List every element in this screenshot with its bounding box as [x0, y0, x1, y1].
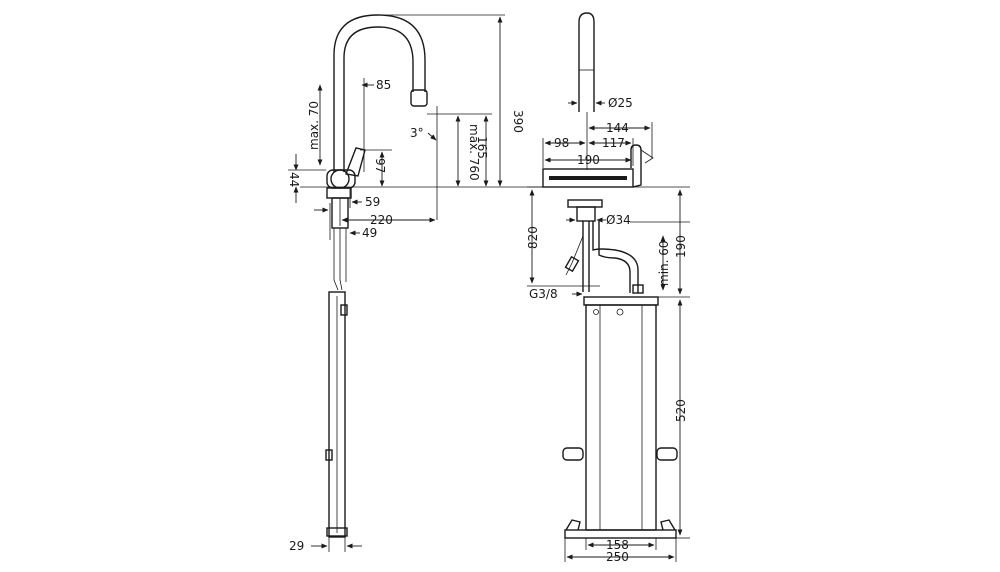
front-shank	[576, 206, 596, 222]
side-spray-head	[410, 89, 428, 107]
dim-59-label: 59	[365, 195, 380, 209]
side-rail-clip-mid	[325, 449, 333, 461]
front-clip-right	[656, 447, 678, 461]
dim-250-label: 250	[606, 550, 629, 564]
front-lever	[630, 144, 642, 188]
front-clip-left	[562, 447, 584, 461]
front-box	[585, 304, 657, 531]
front-spout	[578, 12, 595, 112]
dim-117-label: 117	[602, 136, 625, 150]
side-lever	[345, 147, 366, 177]
front-supply-hoses	[582, 221, 639, 293]
front-base-ring	[567, 199, 603, 208]
side-hoses	[333, 228, 347, 291]
front-platform	[542, 168, 634, 188]
front-box-top	[583, 296, 659, 306]
dim-144-label: 144	[606, 121, 629, 135]
front-foot	[564, 529, 677, 539]
side-base-ring	[326, 187, 352, 199]
dim-97-label: 97	[373, 158, 387, 173]
dim-angle-label: 3°	[410, 126, 424, 140]
dim-220-label: 220	[370, 213, 393, 227]
dim-d25-label: Ø25	[608, 96, 633, 110]
dim-158-label: 158	[606, 538, 629, 552]
dim-190w-label: 190	[577, 153, 600, 167]
dim-165-label: 165	[475, 136, 489, 159]
dim-44-label: 44	[287, 172, 301, 187]
front-platform-hatch	[549, 176, 627, 180]
dim-390-label: 390	[511, 110, 525, 133]
front-view: Ø25 144 98 117 190 Ø34 820 G3/8 min. 60	[526, 12, 690, 564]
dim-d34-label: Ø34	[606, 213, 631, 227]
dim-49-label: 49	[362, 226, 377, 240]
side-spout	[333, 14, 426, 172]
dim-190h-label: 190	[674, 235, 688, 258]
dim-520-label: 520	[674, 399, 688, 422]
dim-820-label: 820	[526, 226, 540, 249]
side-rail	[328, 291, 346, 538]
front-hose-left	[565, 235, 584, 276]
side-rail-clip-top	[340, 304, 348, 316]
side-spout-inner	[343, 26, 414, 172]
dim-max760-label: max. 760	[467, 124, 481, 181]
dim-max70-label: max. 70	[307, 101, 321, 150]
dim-98-label: 98	[554, 136, 569, 150]
dim-g38-label: G3/8	[529, 287, 558, 301]
side-rail-foot	[326, 527, 348, 537]
dim-85-label: 85	[376, 78, 391, 92]
dim-min60-label: min. 60	[657, 240, 671, 286]
dim-29-label: 29	[289, 539, 304, 553]
side-view: 85 max. 70 390 3° max. 760 165 97 44 59	[287, 14, 525, 553]
